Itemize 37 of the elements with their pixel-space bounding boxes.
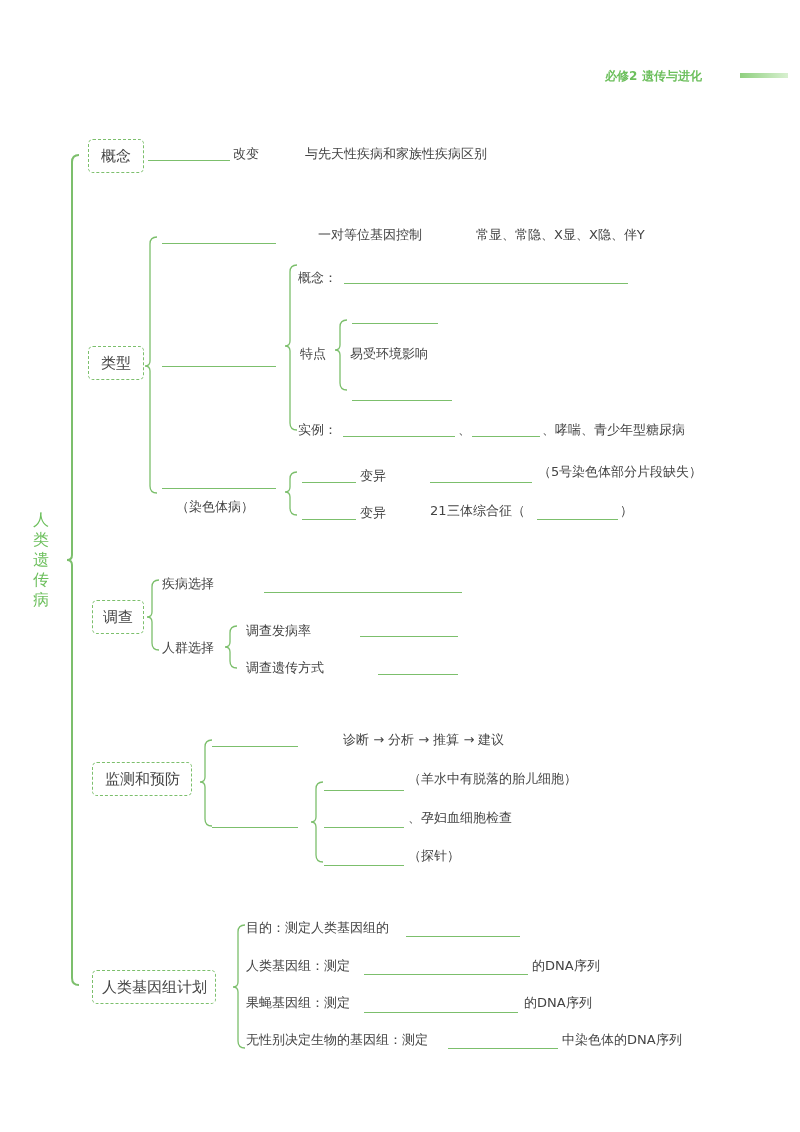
note-text: （羊水中有脱落的胎儿细胞） [408, 771, 577, 787]
section-header: 必修2 遗传与进化 [605, 68, 702, 84]
note-text: ） [620, 503, 633, 519]
note-text: 、孕妇血细胞检查 [408, 810, 512, 826]
topic-box: 概念 [88, 139, 144, 173]
note-text: （探针） [408, 848, 460, 864]
note-text: 变异 [360, 468, 386, 484]
note-text: 无性别决定生物的基因组：测定 [246, 1032, 428, 1048]
note-text: 中染色体的DNA序列 [562, 1032, 682, 1048]
note-text: 与先天性疾病和家族性疾病区别 [305, 146, 487, 162]
note-text: 特点 [300, 346, 326, 362]
note-text: 诊断 → 分析 → 推算 → 建议 [343, 732, 505, 748]
note-text: 一对等位基因控制 [318, 227, 422, 243]
note-text: 调查遗传方式 [246, 660, 324, 676]
note-text: 21三体综合征（ [430, 503, 525, 519]
note-text: 人类基因组：测定 [246, 958, 350, 974]
note-text: 的DNA序列 [524, 995, 592, 1011]
note-text: 疾病选择 [162, 576, 214, 592]
topic-box: 人类基因组计划 [92, 970, 216, 1004]
note-text: 改变 [233, 146, 259, 162]
note-text: 概念： [298, 270, 337, 286]
note-text: 调查发病率 [246, 623, 311, 639]
topic-box: 调查 [92, 600, 144, 634]
topic-box: 类型 [88, 346, 144, 380]
note-text: 果蝇基因组：测定 [246, 995, 350, 1011]
note-text: 常显、常隐、X显、X隐、伴Y [476, 227, 645, 243]
topic-box: 监测和预防 [92, 762, 192, 796]
note-text: 人群选择 [162, 640, 214, 656]
note-text: 易受环境影响 [350, 346, 428, 362]
note-text: （5号染色体部分片段缺失） [538, 464, 703, 480]
note-text: 、哮喘、青少年型糖尿病 [542, 422, 685, 438]
note-text: 的DNA序列 [532, 958, 600, 974]
note-text: 、 [458, 422, 471, 438]
note-text: （染色体病） [176, 499, 254, 515]
note-text: 实例： [298, 422, 337, 438]
note-text: 目的：测定人类基因组的 [246, 920, 389, 936]
note-text: 变异 [360, 505, 386, 521]
